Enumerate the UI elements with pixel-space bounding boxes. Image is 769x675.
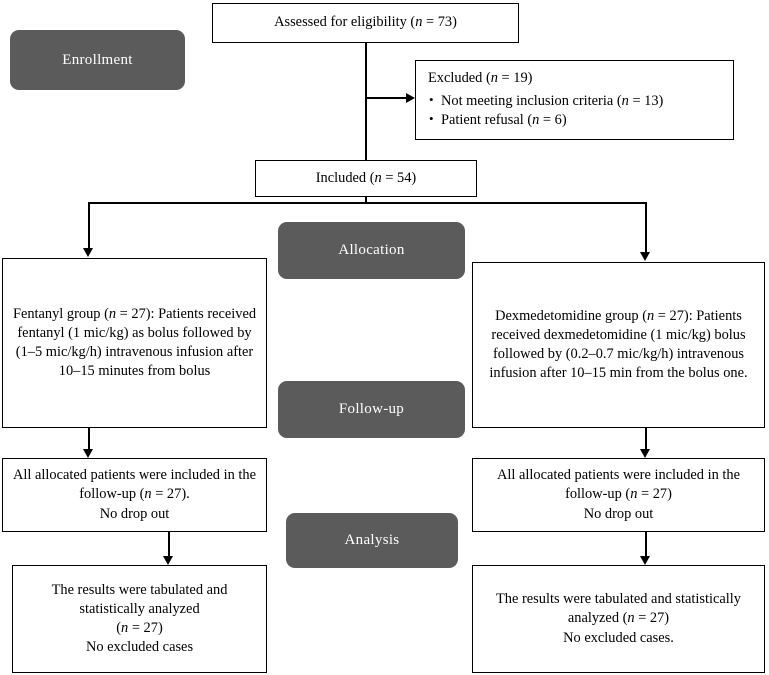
arrowhead-left-followup xyxy=(83,449,93,458)
right-followup-n-symbol: n xyxy=(630,486,638,503)
node-right-followup: All allocated patients were included in … xyxy=(472,458,765,532)
excluded-heading-suffix: = 19) xyxy=(497,70,533,87)
excluded-reason-item: Not meeting inclusion criteria (n = 13) xyxy=(428,91,726,111)
connector-right-arm-to-followup xyxy=(645,427,647,452)
right-followup-line2: No drop out xyxy=(583,505,654,522)
connector-allocation-split-bar xyxy=(88,202,647,204)
right-analysis-n-symbol: n xyxy=(627,610,635,627)
right-arm-prefix: Dexmedetomidine group ( xyxy=(495,307,647,324)
left-followup-line1: All allocated patients were included in … xyxy=(10,466,259,504)
left-arm-prefix: Fentanyl group ( xyxy=(12,305,109,322)
right-followup-suffix: = 27) xyxy=(637,486,672,503)
reason-0-n-symbol: n xyxy=(621,92,629,109)
arrowhead-to-excluded xyxy=(406,93,415,103)
included-text-suffix: = 54) xyxy=(381,169,417,186)
left-followup-line2: No drop out xyxy=(99,505,170,522)
connector-left-arm-to-followup xyxy=(88,427,90,452)
stage-label-analysis-text: Analysis xyxy=(344,532,400,548)
arrowhead-right-followup xyxy=(640,449,650,458)
stage-label-allocation: Allocation xyxy=(278,222,465,279)
assessed-text-suffix: = 73) xyxy=(422,14,457,31)
node-excluded: Excluded (n = 19) Not meeting inclusion … xyxy=(415,60,734,140)
stage-label-analysis: Analysis xyxy=(286,513,458,568)
excluded-heading-prefix: Excluded ( xyxy=(428,70,491,87)
left-followup-prefix: All allocated patients were included in … xyxy=(13,467,256,503)
right-arm-n-symbol: n xyxy=(647,307,655,324)
left-arm-n-symbol: n xyxy=(108,305,117,322)
node-right-analysis: The results were tabulated and statistic… xyxy=(472,565,765,673)
left-analysis-n-line: (n = 27) xyxy=(20,619,259,638)
connector-left-followup-to-analysis xyxy=(168,532,170,560)
reason-0-suffix: = 13) xyxy=(628,92,664,109)
right-followup-line1: All allocated patients were included in … xyxy=(480,466,757,504)
node-left-arm-allocation: Fentanyl group (n = 27): Patients receiv… xyxy=(2,258,267,428)
right-analysis-suffix: = 27) xyxy=(634,610,670,627)
included-text-prefix: Included ( xyxy=(315,169,375,186)
excluded-n-symbol: n xyxy=(490,70,498,87)
connector-included-stem xyxy=(365,195,367,203)
node-left-analysis: The results were tabulated and statistic… xyxy=(12,565,267,673)
connector-right-followup-to-analysis xyxy=(645,532,647,560)
stage-label-enrollment-text: Enrollment xyxy=(62,51,133,68)
assessed-n-symbol: n xyxy=(415,14,423,31)
stage-label-followup-text: Follow-up xyxy=(338,401,405,417)
connector-split-to-right-arm xyxy=(645,202,647,254)
arrowhead-right-analysis xyxy=(640,556,650,565)
stage-label-enrollment: Enrollment xyxy=(10,30,185,90)
included-n-symbol: n xyxy=(374,169,382,186)
left-analysis-line3: No excluded cases xyxy=(85,639,194,656)
left-analysis-n-prefix: ( xyxy=(116,620,122,636)
reason-1-n-symbol: n xyxy=(532,112,540,129)
node-right-arm-allocation: Dexmedetomidine group (n = 27): Patients… xyxy=(472,262,765,428)
connector-split-to-left-arm xyxy=(88,202,90,250)
reason-1-suffix: = 6) xyxy=(539,112,567,129)
excluded-reason-item: Patient refusal (n = 6) xyxy=(428,110,726,130)
right-followup-prefix: All allocated patients were included in … xyxy=(497,467,740,503)
reason-1-prefix: Patient refusal ( xyxy=(441,112,533,129)
excluded-reason-list: Not meeting inclusion criteria (n = 13) … xyxy=(428,91,726,131)
right-analysis-prefix: The results were tabulated and statistic… xyxy=(496,591,741,627)
right-analysis-line3: No excluded cases. xyxy=(563,629,674,646)
left-followup-suffix: = 27). xyxy=(151,486,190,503)
connector-assessed-to-included xyxy=(365,42,367,168)
left-followup-n-symbol: n xyxy=(144,486,152,503)
arrowhead-to-right-arm xyxy=(640,252,650,261)
node-assessed-for-eligibility: Assessed for eligibility (n = 73) xyxy=(212,3,519,43)
reason-0-prefix: Not meeting inclusion criteria ( xyxy=(441,92,622,109)
node-included: Included (n = 54) xyxy=(255,160,477,197)
assessed-text-prefix: Assessed for eligibility ( xyxy=(274,14,416,31)
right-arm-suffix: = 27): Patients received dexmedetomidine… xyxy=(489,307,748,382)
connector-assessed-to-excluded xyxy=(365,97,410,99)
stage-label-followup: Follow-up xyxy=(278,381,465,438)
excluded-heading: Excluded (n = 19) xyxy=(428,69,726,88)
arrowhead-to-left-arm xyxy=(83,248,93,257)
left-analysis-line1: The results were tabulated and statistic… xyxy=(51,581,228,617)
left-analysis-n-suffix: = 27) xyxy=(128,620,163,636)
stage-label-allocation-text: Allocation xyxy=(338,242,405,258)
node-left-followup: All allocated patients were included in … xyxy=(2,458,267,532)
left-analysis-n-symbol: n xyxy=(121,620,129,636)
left-arm-suffix: = 27): Patients received fentanyl (1 mic… xyxy=(15,305,257,380)
right-analysis-line1: The results were tabulated and statistic… xyxy=(480,590,757,628)
arrowhead-left-analysis xyxy=(163,556,173,565)
